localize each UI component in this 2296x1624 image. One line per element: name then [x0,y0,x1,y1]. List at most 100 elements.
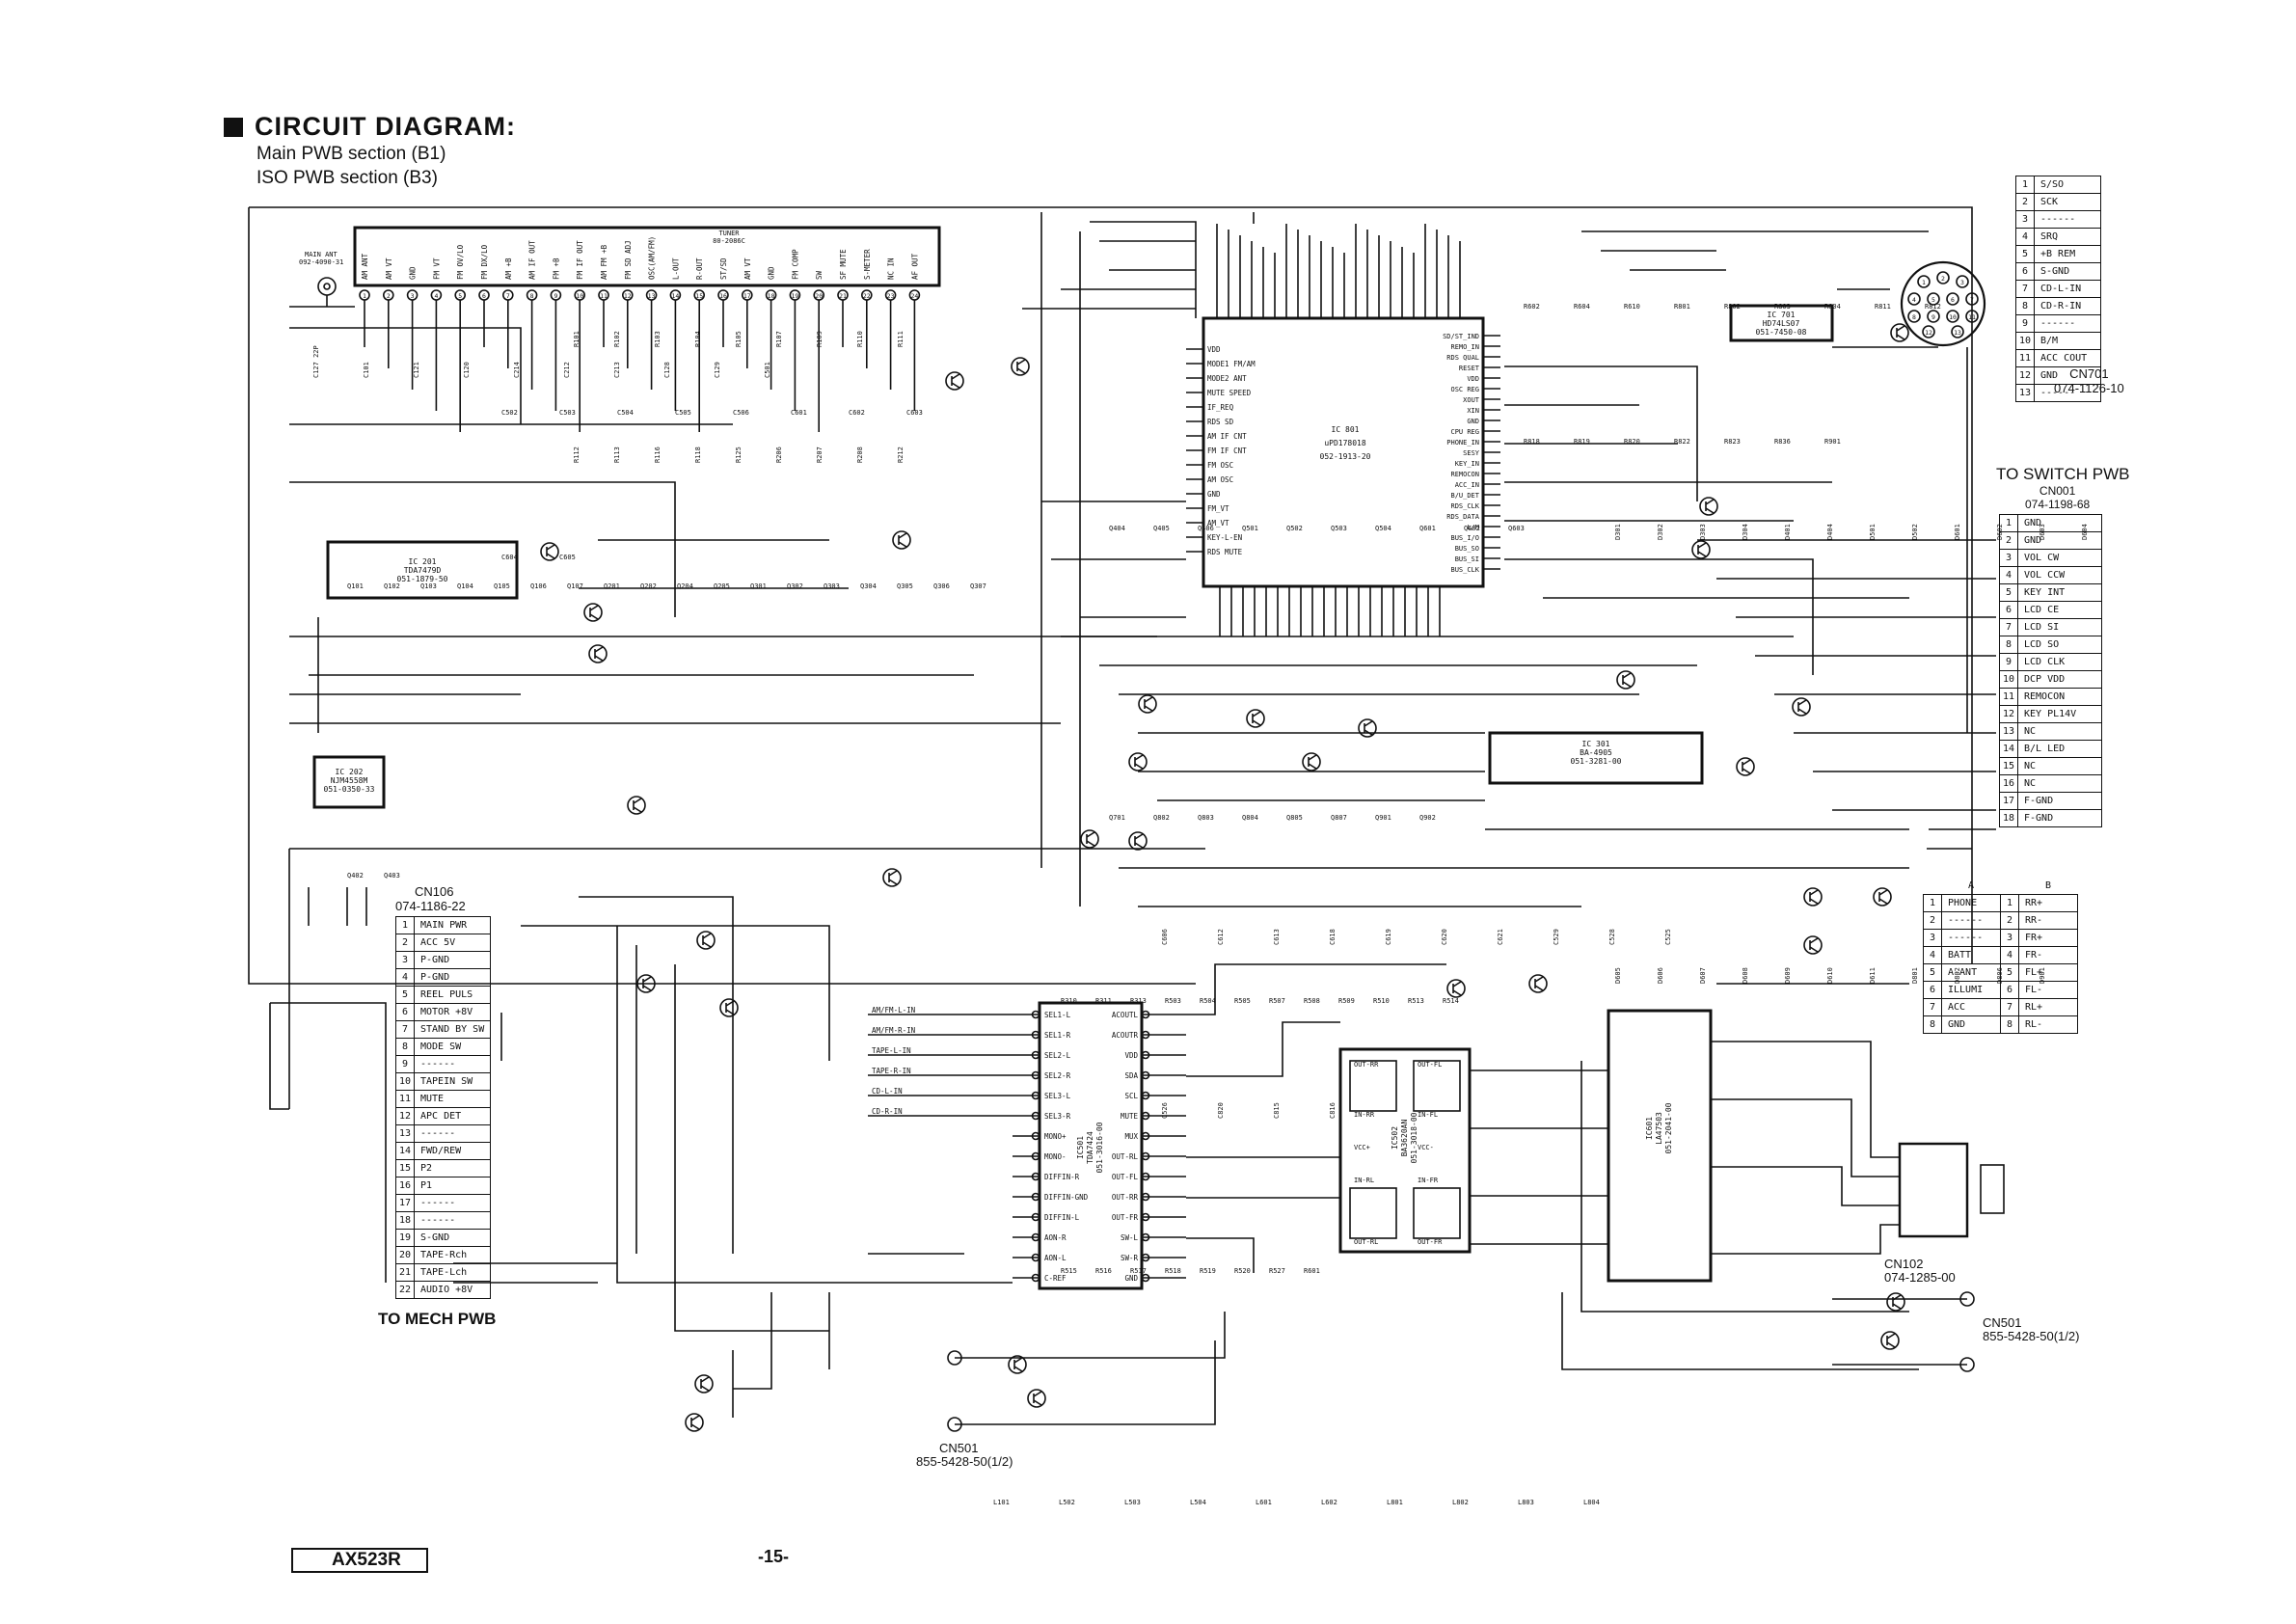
transistor-leads [702,933,712,948]
to-mech-pwb-label: TO MECH PWB [378,1310,497,1328]
ic501-pin-label: MUTE [1121,1112,1139,1121]
transistor-ref: Q204 [677,582,693,590]
transistor-leads [546,544,555,559]
cn001-pin-number: 17 [1999,792,2018,810]
transistor-ref: Q503 [1331,525,1347,532]
cn001-pin-number: 15 [1999,757,2018,775]
tuner-pin-number: 23 [887,292,895,300]
cn701-name: CN701 [2069,366,2109,381]
capacitor-ref: C601 [791,409,807,417]
cn106-pin-label: APC DET [413,1107,492,1125]
tuner-pin-label: AM ANT [361,253,369,280]
tuner-pin-label: AM FM +B [600,244,608,280]
cn501-part-left: 855-5428-50(1/2) [916,1454,1013,1469]
audio-input-label: TAPE-L-IN [872,1046,911,1055]
resistor-ref: R823 [1724,438,1741,446]
capacitor-ref: C529 [1553,929,1560,945]
ic501-pin-marker [1031,1151,1040,1161]
antenna-part: 092-4090-31 [299,258,343,266]
cn106-pin-number: 6 [395,1003,415,1021]
circuit-trace [1580,1061,1909,1313]
transistor-leads [1896,325,1905,340]
capacitor-ref: C820 [1217,1102,1225,1119]
cn102-column-header: B [2044,880,2052,891]
cn106-pin-number: 17 [395,1194,415,1212]
circuit-trace [955,1340,1216,1425]
transistor-leads [1809,889,1819,905]
ic801-pin-label: BUS_CLK [1450,566,1479,574]
tuner-pin-number: 16 [719,292,727,300]
resistor-ref: R103 [654,331,662,347]
ic801-pin-label: AM_VT [1207,519,1229,528]
transistor-leads [589,605,599,620]
cn102-pin-label: RL+ [2018,998,2078,1016]
tuner-pin-label: AM VT [743,257,752,280]
capacitor-ref: C525 [1664,929,1672,945]
ic301-part: 051-3281-00 [1571,757,1622,766]
cn102-pin-label: FR+ [2018,929,2078,947]
cn001-pin-label: LCD CE [2017,601,2102,619]
resistor-ref: R113 [613,447,621,463]
capacitor-ref: C526 [1161,1102,1169,1119]
tuner-pin-label: SF MUTE [839,249,848,280]
cn701-pin-number: 9 [2015,314,2035,333]
din-pin-number: 10 [1949,313,1957,321]
cn102-pin-label: GND [1941,1015,2001,1034]
cn102-pin-label: RR- [2018,911,2078,930]
din-pin-number: 11 [1968,313,1976,321]
resistor-ref: R207 [816,447,824,463]
cn701-label: CN701 074-1126-10 [2054,366,2124,395]
diode-ref: D608 [1742,967,1749,984]
resistor-ref: R101 [573,331,581,347]
capacitor-ref: C127 22P [312,345,320,378]
audio-input-label: AM/FM-R-IN [872,1026,915,1035]
resistor-ref: R118 [694,447,702,463]
resistor-ref: R601 [1304,1267,1320,1275]
ic501-pin-label: VDD [1124,1051,1138,1060]
transistor-ref: Q502 [1286,525,1303,532]
ic501-pin-label: AON-R [1044,1233,1067,1242]
cn001-part: 074-1198-68 [2025,498,2091,511]
diode-ref: D404 [1826,524,1834,540]
resistor-ref: R520 [1234,1267,1251,1275]
transistor-ref: Q306 [933,582,950,590]
circuit-trace [579,896,734,1254]
ic201-type: TDA7479D [404,566,442,575]
cn102-pin-label: ACC [1941,998,2001,1016]
circuit-trace [289,481,676,617]
ic502-part: 051-3018-00 [1410,1112,1418,1163]
cn701-pin-label: S-GND [2034,262,2101,281]
tuner-pin-label: ST/SD [719,257,728,280]
ic501-pin-marker [1141,1232,1150,1242]
cn106-pin-number: 11 [395,1090,415,1108]
diode-ref: D605 [1614,967,1622,984]
transistor-ref: Q807 [1331,814,1347,822]
transistor-symbol [1080,829,1099,849]
ic501-pin-label: OUT-FL [1112,1173,1139,1181]
cn102-pin-label: ILLUMI [1941,981,2001,999]
capacitor-ref: C129 [714,362,721,378]
cn001-pin-number: 4 [1999,566,2018,584]
transistor-symbol [1008,1355,1027,1374]
ic501-type: TDA7424 [1086,1131,1094,1164]
cn106-pin-label: P-GND [413,968,492,987]
ic801-pin-label: GND [1207,490,1221,499]
ic601-name: IC601 [1645,1117,1654,1140]
transistor-leads [1252,711,1261,726]
ic501-pin-label: SEL1-L [1044,1011,1071,1019]
ic501-pin-marker [1141,1212,1150,1222]
ic801-pin-label: GND [1467,418,1479,425]
cn102-pin-number: 8 [2000,1015,2019,1034]
resistor-ref: R505 [1234,997,1251,1005]
cn102-pin-label: FL+ [2018,963,2078,982]
diode-ref: D610 [1826,967,1834,984]
ic501-pin-label: DIFFIN-R [1044,1173,1080,1181]
